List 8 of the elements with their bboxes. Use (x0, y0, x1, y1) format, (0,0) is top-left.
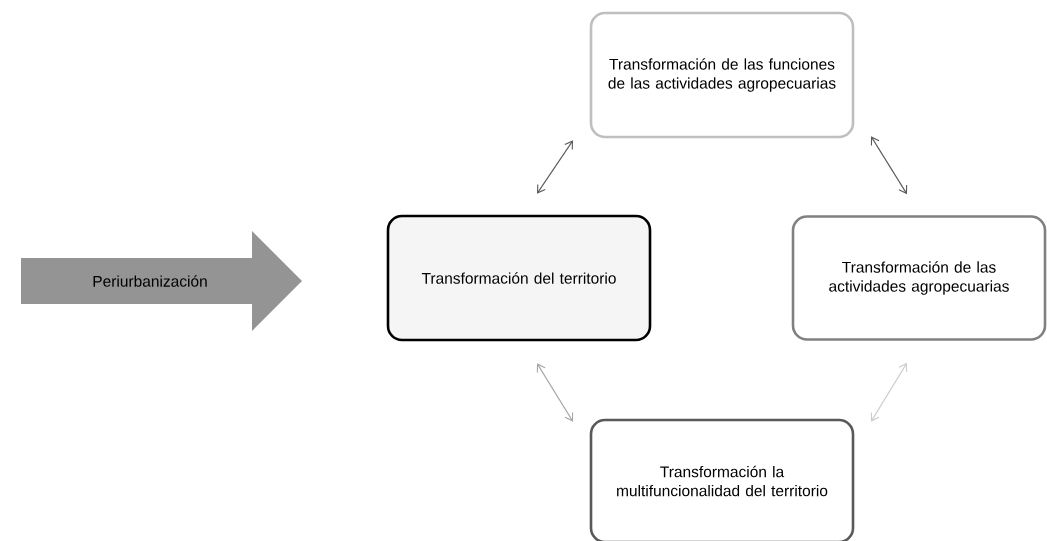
process-box: Transformación de las funciones de las actividades agropecuarias (589, 11, 855, 139)
double-arrow (870, 362, 908, 422)
double-arrow (870, 136, 908, 195)
process-box: Transformación de las actividades agropecuarias (791, 215, 1047, 341)
double-arrow (536, 363, 574, 422)
process-box: Transformación la multifuncionalidad del territorio (589, 418, 855, 541)
double-arrow (537, 140, 573, 194)
process-box: Transformación del territorio (386, 214, 652, 342)
